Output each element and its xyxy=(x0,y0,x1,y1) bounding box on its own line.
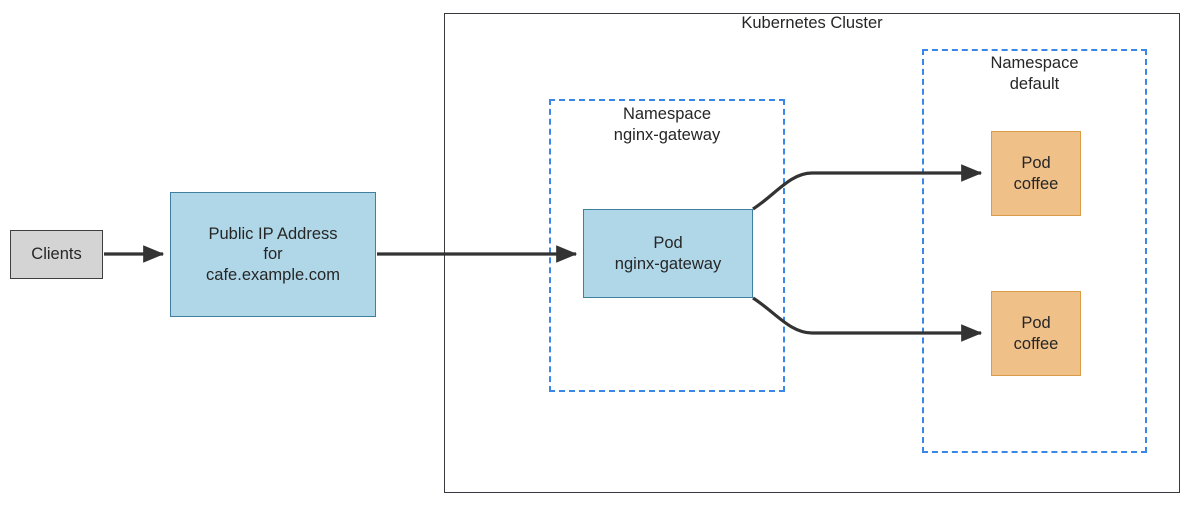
node-public-ip-address[interactable]: Public IP Address for cafe.example.com xyxy=(170,192,376,317)
namespace-default-label: Namespace default xyxy=(990,54,1079,93)
node-pod-nginx-gateway[interactable]: Pod nginx-gateway xyxy=(583,209,753,298)
namespace-nginx-gateway-label: Namespace nginx-gateway xyxy=(613,105,721,144)
node-pod-coffee-2[interactable]: Pod coffee xyxy=(991,291,1081,376)
namespace-nginx-gateway-container xyxy=(549,99,785,392)
node-pod-coffee-1[interactable]: Pod coffee xyxy=(991,131,1081,216)
namespace-default-container xyxy=(922,49,1147,453)
kubernetes-cluster-title: Kubernetes Cluster xyxy=(741,14,883,32)
node-clients[interactable]: Clients xyxy=(10,230,103,279)
